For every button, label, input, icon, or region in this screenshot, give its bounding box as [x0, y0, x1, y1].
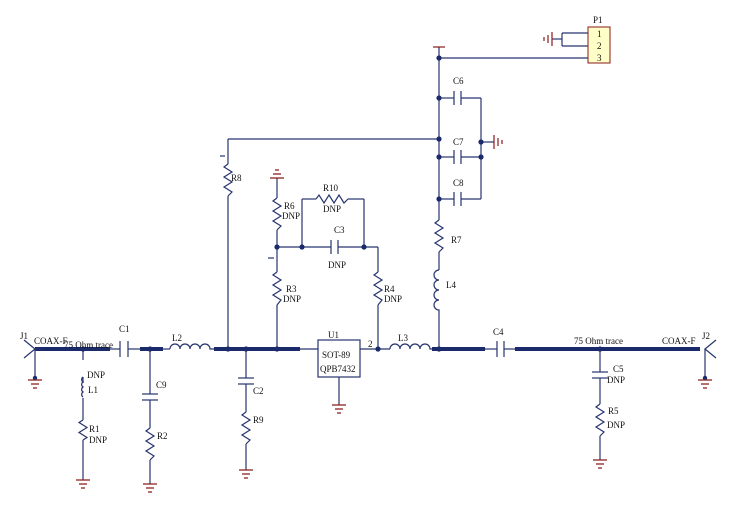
- output-trace-label: 75 Ohm trace: [574, 336, 623, 346]
- p1-pin-3-label: 3: [597, 53, 602, 63]
- j1-ref-label: J1: [20, 331, 28, 341]
- c5-note-label: DNP: [607, 375, 625, 385]
- u1-pin-out-label: 2: [368, 339, 373, 349]
- l4-ref-label: L4: [446, 280, 456, 290]
- r4-note-label: DNP: [384, 294, 402, 304]
- r5-ref-label: R5: [608, 406, 619, 416]
- c1-ref-label: C1: [119, 324, 130, 334]
- r6-note-label: DNP: [282, 211, 300, 221]
- l3-ref-label: L3: [398, 333, 408, 343]
- l2-ref-label: L2: [172, 333, 182, 343]
- capacitor-symbols: [119, 91, 608, 401]
- p1-pin-2-label: 2: [597, 41, 602, 51]
- u1-amplifier: [317, 339, 361, 378]
- p1-pin-1-label: 1: [597, 29, 602, 39]
- p1-header: [587, 26, 611, 64]
- r7-ref-label: R7: [451, 235, 462, 245]
- u1-package-label: SOT-89: [322, 350, 351, 360]
- c4-ref-label: C4: [493, 327, 504, 337]
- resistor-symbols: [77, 163, 606, 461]
- r3-note-label: DNP: [283, 294, 301, 304]
- inductor-symbols: [81, 269, 440, 398]
- r2-ref-label: R2: [157, 431, 168, 441]
- u1-ref-label: U1: [328, 330, 339, 340]
- u1-part-label: QPB7432: [320, 364, 356, 374]
- r9-ref-label: R9: [253, 415, 264, 425]
- j1-connector: [23, 339, 44, 359]
- j2-value-label: COAX-F: [662, 336, 696, 346]
- c9-ref-label: C9: [156, 380, 167, 390]
- r5-note-label: DNP: [607, 420, 625, 430]
- c2-ref-label: C2: [253, 386, 264, 396]
- c3-ref-label: C3: [334, 225, 345, 235]
- c3-note-label: DNP: [328, 260, 346, 270]
- input-trace-label: 75 Ohm trace: [64, 340, 113, 350]
- r3-ref-label: R3: [286, 284, 297, 294]
- l1-ref-label: L1: [88, 385, 98, 395]
- r10-note-label: DNP: [323, 204, 341, 214]
- r6-ref-label: R6: [284, 201, 295, 211]
- c7-ref-label: C7: [453, 137, 464, 147]
- r8-ref-label: R8: [231, 173, 242, 183]
- r4-ref-label: R4: [384, 284, 395, 294]
- c5-ref-label: C5: [613, 364, 624, 374]
- c8-ref-label: C8: [453, 178, 464, 188]
- ground-symbols: [28, 32, 712, 493]
- j2-ref-label: J2: [702, 331, 710, 341]
- junction-dots: [32, 55, 708, 381]
- j2-connector: [704, 339, 717, 359]
- labels: J1 COAX-F 75 Ohm trace J2 COAX-F 75 Ohm …: [20, 15, 710, 445]
- p1-ref-label: P1: [593, 15, 603, 25]
- c6-ref-label: C6: [453, 76, 464, 86]
- r1-note-label: DNP: [89, 435, 107, 445]
- j1-value-label: COAX-F: [34, 336, 68, 346]
- r1-ref-label: R1: [89, 424, 100, 434]
- r10-ref-label: R10: [323, 183, 339, 193]
- l1-note-label: DNP: [87, 370, 105, 380]
- signal-wires: [34, 32, 706, 484]
